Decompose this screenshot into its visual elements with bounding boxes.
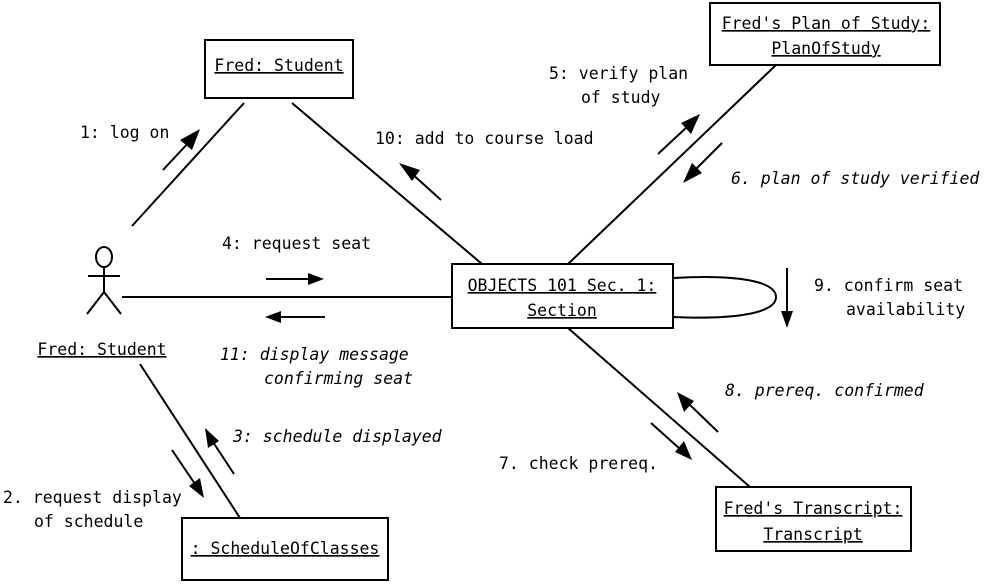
arrow-2-request-display xyxy=(171,449,204,498)
object-section-label-2: Section xyxy=(527,301,597,320)
message-5-label: 5: verify plan of study xyxy=(549,64,698,107)
object-section-label-1: OBJECTS 101 Sec. 1: xyxy=(468,276,657,295)
message-arrows xyxy=(162,114,793,498)
links xyxy=(122,64,778,519)
message-6-label: 6. plan of study verified xyxy=(731,169,980,188)
message-4-label: 4: request seat xyxy=(222,234,371,253)
object-section[interactable]: OBJECTS 101 Sec. 1: Section xyxy=(451,263,674,329)
actor-stick-figure[interactable] xyxy=(86,246,122,315)
arrow-1-log-on xyxy=(162,129,200,171)
message-7-label: 7. check prereq. xyxy=(499,454,658,473)
link-actor-student xyxy=(131,102,245,227)
arrow-8-prereq-confirmed xyxy=(677,392,719,433)
arrow-7-check-prereq xyxy=(650,422,692,460)
message-8-label: 8. prereq. confirmed xyxy=(725,381,925,400)
message-10-label: 10: add to course load xyxy=(375,129,594,148)
arrow-3-schedule-displayed xyxy=(205,428,235,475)
link-actor-schedule xyxy=(139,363,241,519)
arrow-5-verify-plan xyxy=(657,114,700,155)
message-2-label: 2. request display of schedule xyxy=(3,488,192,531)
object-transcript[interactable]: Fred's Transcript: Transcript xyxy=(715,486,912,552)
arrow-6-plan-verified xyxy=(683,142,723,183)
message-1-label: 1: log on xyxy=(80,123,169,142)
message-labels: 1: log on 10: add to course load 4: requ… xyxy=(3,64,980,531)
actor-label: Fred: Student xyxy=(37,340,166,359)
arrow-10-add-to-course-load xyxy=(399,163,442,201)
arrow-11-display-message xyxy=(265,311,325,323)
object-schedule-label: : ScheduleOfClasses xyxy=(191,539,380,558)
link-student-section xyxy=(291,102,483,265)
arrow-9-confirm-seat xyxy=(781,268,793,328)
link-section-plan xyxy=(567,64,777,265)
message-3-label: 3: schedule displayed xyxy=(232,427,443,446)
message-11-label: 11: display message confirming seat xyxy=(220,345,419,388)
object-plan-label-2: PlanOfStudy xyxy=(771,39,880,58)
object-transcript-label-1: Fred's Transcript: xyxy=(724,499,903,518)
object-plan-of-study[interactable]: Fred's Plan of Study: PlanOfStudy xyxy=(709,2,941,66)
arrow-4-request-seat xyxy=(266,273,324,285)
object-student-top[interactable]: Fred: Student xyxy=(204,39,354,99)
self-link-section xyxy=(672,275,778,319)
message-9-label: 9. confirm seat availability xyxy=(814,276,973,319)
object-student-top-label: Fred: Student xyxy=(214,56,343,75)
link-section-transcript xyxy=(567,327,751,488)
object-transcript-label-2: Transcript xyxy=(763,525,862,544)
object-schedule-of-classes[interactable]: : ScheduleOfClasses xyxy=(181,517,389,581)
object-plan-label-1: Fred's Plan of Study: xyxy=(722,14,931,33)
